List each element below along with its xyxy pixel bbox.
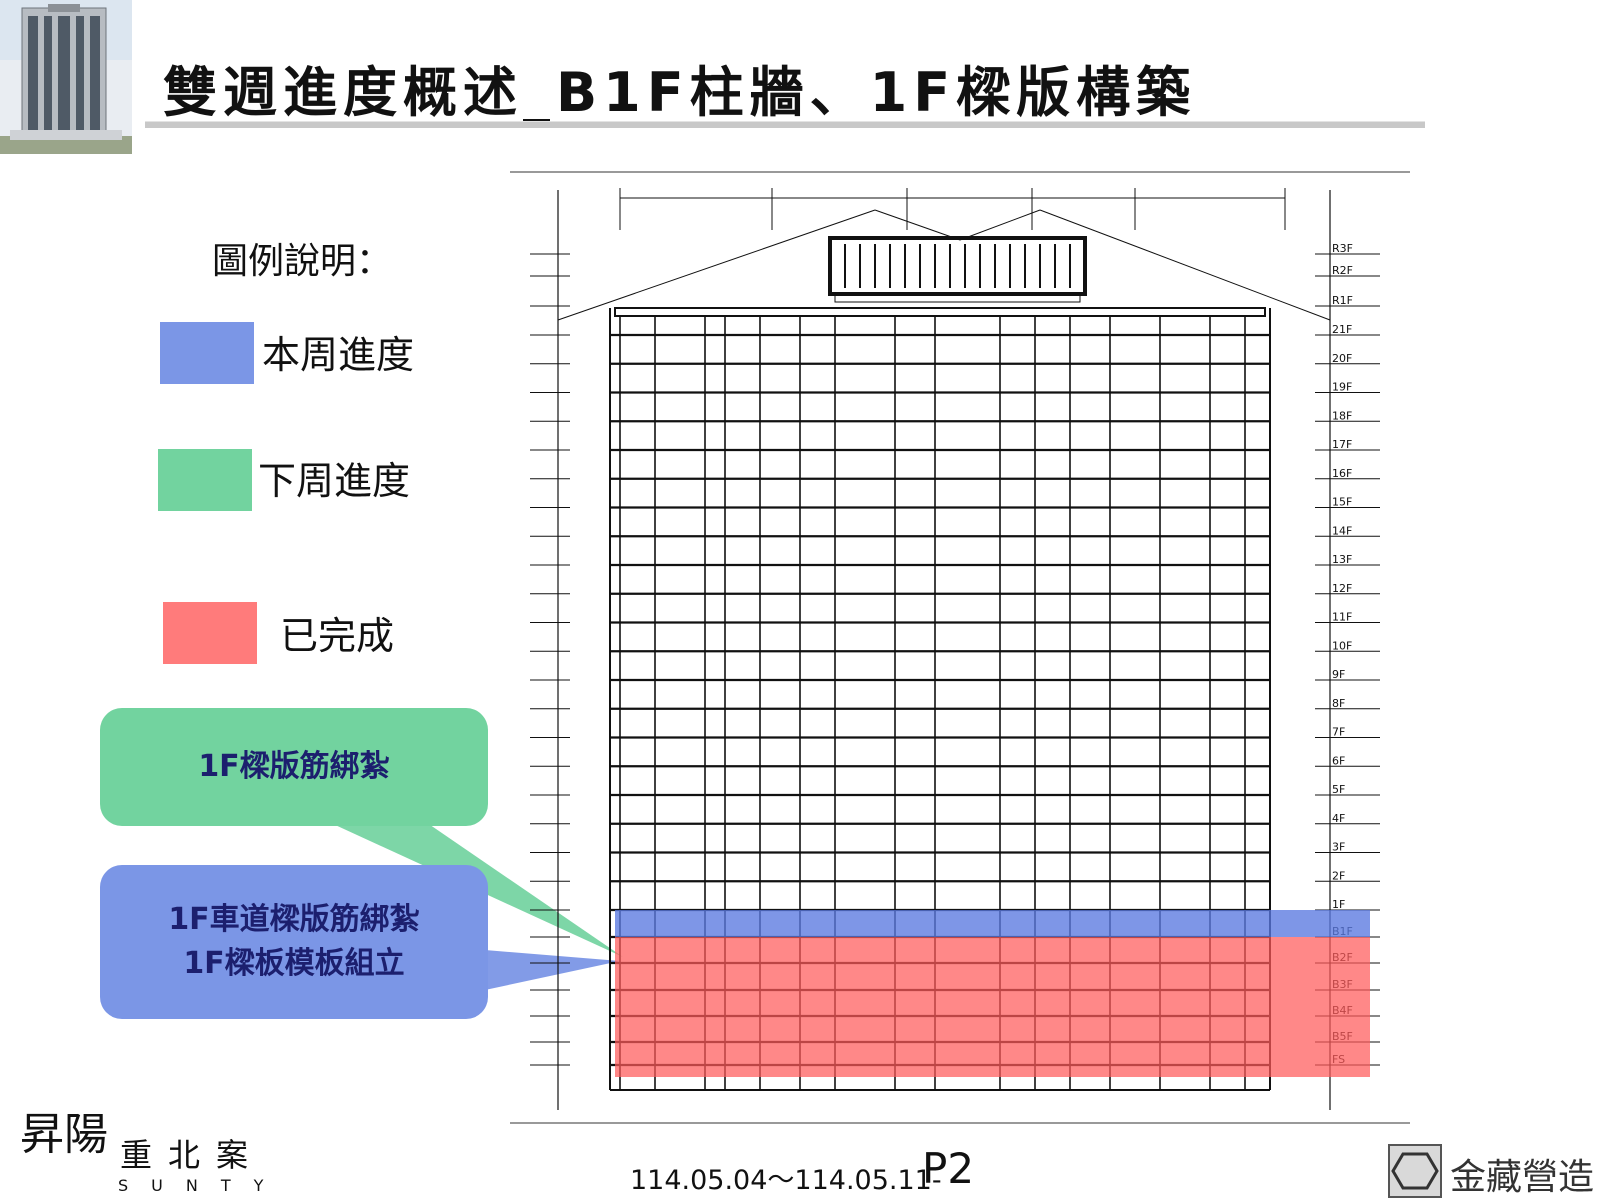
legend-label-completed: 已完成 <box>280 614 395 658</box>
floor-label: 11F <box>1332 611 1352 624</box>
building-thumbnail <box>0 0 132 154</box>
project-logo-main: 昇陽 <box>20 1109 108 1160</box>
date-range: 114.05.04～114.05.11- <box>630 1165 942 1196</box>
callout-this-week: 1F車道樑版筋綁紮 1F樑板模板組立 <box>100 865 488 1019</box>
floor-label: 3F <box>1332 841 1345 854</box>
this-week-pointer <box>485 950 620 990</box>
floor-label: 18F <box>1332 409 1352 422</box>
floor-label: 9F <box>1332 668 1345 681</box>
building-elevation-drawing: R3F R2F R1F 21F 20F 19F 18F 17F 16F 15F 14F 13F 12F 1… <box>380 170 1410 1130</box>
callout-next-week-text: 1F樑版筋綁紮 <box>198 749 390 784</box>
floor-label: 4F <box>1332 812 1345 825</box>
floor-label: 15F <box>1332 496 1352 509</box>
callout-next-week: 1F樑版筋綁紮 <box>100 708 488 826</box>
floor-label: 12F <box>1332 582 1352 595</box>
callout-this-week-line1: 1F車道樑版筋綁紮 <box>168 902 420 937</box>
floor-label: 20F <box>1332 352 1352 365</box>
legend-swatch-completed <box>163 602 257 664</box>
floor-label: 7F <box>1332 726 1345 739</box>
legend-swatch-next-week <box>158 449 252 511</box>
page-title: 雙週進度概述_B1F柱牆、1F樑版構築 <box>163 61 1197 124</box>
floor-label: R2F <box>1332 264 1353 277</box>
floor-label: R3F <box>1332 242 1353 255</box>
callout-this-week-line2: 1F樑板模板組立 <box>183 946 405 981</box>
floor-label: 19F <box>1332 381 1352 394</box>
page-number: P2 <box>922 1144 975 1193</box>
legend-label-next-week: 下周進度 <box>258 459 411 503</box>
title-underline <box>145 121 1425 128</box>
legend-label-this-week: 本周進度 <box>262 333 415 377</box>
floor-label: 5F <box>1332 783 1345 796</box>
floor-label: 16F <box>1332 467 1352 480</box>
this-week-progress-band <box>615 910 1370 937</box>
floor-label: 2F <box>1332 869 1345 882</box>
floor-label: 10F <box>1332 639 1352 652</box>
company-name: 金藏營造 <box>1450 1157 1595 1198</box>
floor-label: 8F <box>1332 697 1345 710</box>
floor-label: 21F <box>1332 323 1352 336</box>
floor-label: 1F <box>1332 898 1345 911</box>
project-logo-latin: SUNTY <box>118 1176 287 1195</box>
floor-label: 13F <box>1332 553 1352 566</box>
completed-progress-band <box>615 937 1370 1077</box>
legend-title: 圖例說明： <box>212 241 393 282</box>
floor-label: 17F <box>1332 438 1352 451</box>
floor-label: 6F <box>1332 754 1345 767</box>
floor-label: R1F <box>1332 294 1353 307</box>
project-logo-sub: 重北案 <box>120 1136 265 1174</box>
legend-swatch-this-week <box>160 322 254 384</box>
floor-label: 14F <box>1332 524 1352 537</box>
company-logo-icon <box>1388 1144 1442 1198</box>
